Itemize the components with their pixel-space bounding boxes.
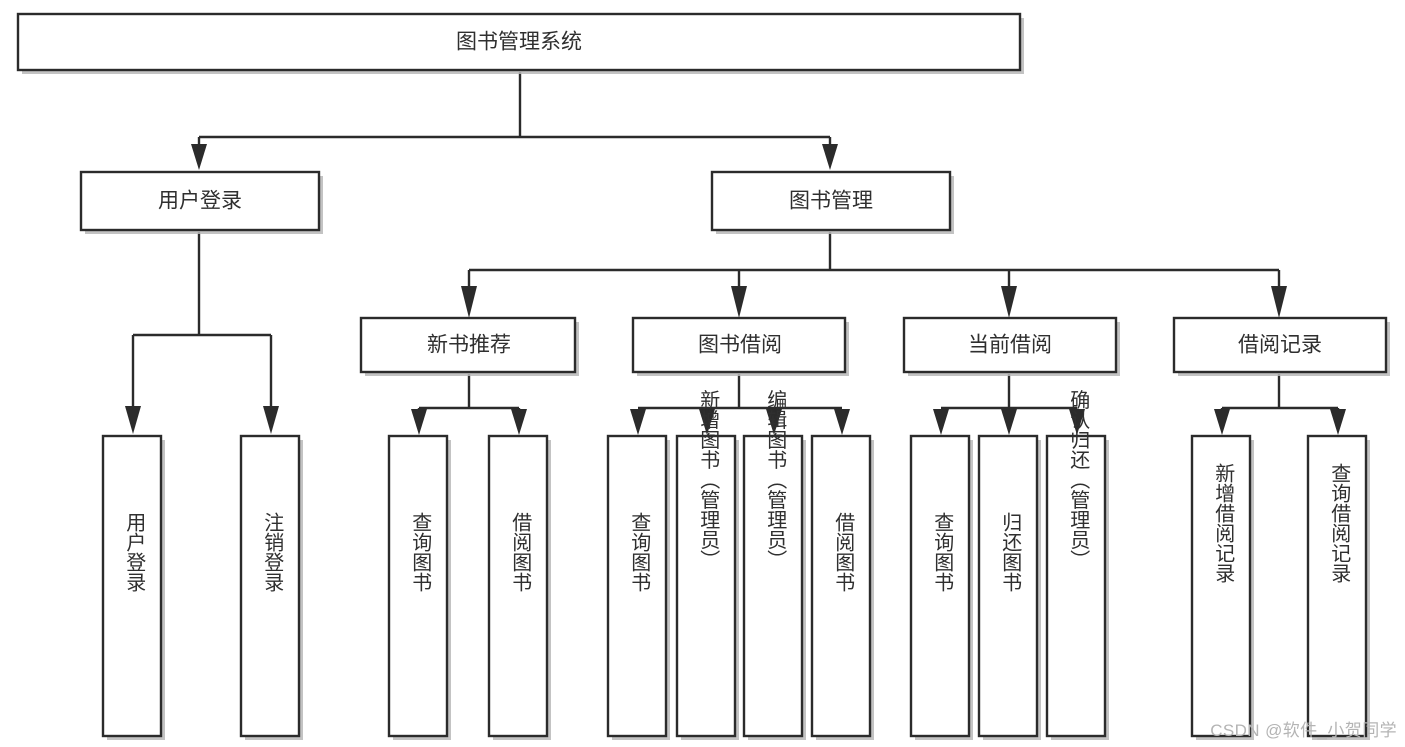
leaf-return-book-label: 归还图书 [999,511,1022,591]
leaf-query-book-2-box [606,434,668,738]
node-current-borrow[interactable]: 当前借阅 [902,316,1120,376]
node-new-book-rec[interactable]: 新书推荐 [359,316,579,376]
node-book-manage[interactable]: 图书管理 [710,170,954,234]
arrow-to-leaf-add-book [699,409,715,435]
current-borrow-label: 当前借阅 [968,334,1052,357]
node-leaf-user-logout[interactable]: 注销登录 [239,434,303,740]
leaf-query-book-1-box [387,434,449,738]
node-leaf-query-book-1[interactable]: 查询图书 [387,434,451,740]
leaf-add-record-box [1190,434,1252,738]
book-manage-label: 图书管理 [789,190,873,213]
new-book-rec-box [359,316,577,374]
leaf-query-book-2-label: 查询图书 [628,511,651,591]
arrow-to-leaf-borrow-book-1 [511,409,527,435]
user-login-box [79,170,321,232]
leaf-query-book-1-label: 查询图书 [409,511,432,591]
node-leaf-confirm-return[interactable]: 确认归还（管理员） [1045,389,1109,740]
node-leaf-add-record[interactable]: 新增借阅记录 [1190,434,1254,740]
leaf-query-book-3-label: 查询图书 [931,511,954,591]
node-user-login[interactable]: 用户登录 [79,170,323,234]
arrow-to-book-manage [822,144,838,170]
arrow-to-borrow-record [1271,286,1287,318]
arrow-to-leaf-return-book [1001,409,1017,435]
csdn-watermark: CSDN @软件_小贺同学 [1210,721,1397,740]
current-borrow-box [902,316,1118,374]
node-leaf-borrow-book-1[interactable]: 借阅图书 [487,434,551,740]
borrow-record-label: 借阅记录 [1238,334,1322,357]
node-leaf-query-book-3[interactable]: 查询图书 [909,434,973,740]
arrow-to-book-borrow [731,286,747,318]
arrow-to-leaf-borrow-book-2 [834,409,850,435]
leaf-user-login-label: 用户登录 [123,512,146,592]
arrow-to-leaf-query-book-1 [411,409,427,435]
leaf-borrow-book-2-box [810,434,872,738]
arrow-to-leaf-query-book-2 [630,409,646,435]
node-borrow-record[interactable]: 借阅记录 [1172,316,1390,376]
arrow-to-leaf-edit-book [766,409,782,435]
node-leaf-query-record[interactable]: 查询借阅记录 [1306,434,1370,740]
node-leaf-add-book[interactable]: 新增图书（管理员） [675,389,739,740]
node-leaf-query-book-2[interactable]: 查询图书 [606,434,670,740]
node-leaf-borrow-book-2[interactable]: 借阅图书 [810,434,874,740]
leaf-query-record-label: 查询借阅记录 [1328,462,1351,582]
leaf-borrow-book-1-label: 借阅图书 [509,511,532,591]
leaf-borrow-book-2-label: 借阅图书 [832,511,855,591]
node-leaf-return-book[interactable]: 归还图书 [977,434,1041,740]
book-borrow-label: 图书借阅 [698,334,782,357]
node-leaf-edit-book[interactable]: 编辑图书（管理员） [742,389,806,740]
borrow-record-box [1172,316,1388,374]
leaf-add-book-box [675,434,737,738]
leaf-confirm-return-label: 确认归还（管理员） [1067,389,1090,569]
leaf-add-record-label: 新增借阅记录 [1212,462,1235,582]
leaf-user-logout-label: 注销登录 [261,511,284,591]
leaf-confirm-return-box [1045,434,1107,738]
root-label: 图书管理系统 [456,31,582,54]
book-manage-box [710,170,952,232]
leaf-return-book-box [977,434,1039,738]
leaf-user-logout-box [239,434,301,738]
user-login-label: 用户登录 [158,190,242,213]
leaf-edit-book-box [742,434,804,738]
arrow-to-new-book-rec [461,286,477,318]
node-leaf-user-login[interactable]: 用户登录 [101,434,165,740]
arrow-to-leaf-add-record [1214,409,1230,435]
leaf-add-book-label: 新增图书（管理员） [697,389,720,569]
arrow-to-user-login [191,144,207,170]
leaf-user-login-box [101,434,163,738]
arrow-to-leaf-user-logout [263,406,279,434]
arrow-to-leaf-query-record [1330,409,1346,435]
leaf-query-book-3-box [909,434,971,738]
leaf-query-record-box [1306,434,1368,738]
leaf-edit-book-label: 编辑图书（管理员） [764,389,787,569]
node-root[interactable]: 图书管理系统 [16,12,1024,74]
arrow-to-leaf-user-login [125,406,141,434]
new-book-rec-label: 新书推荐 [427,334,511,357]
arrow-to-current-borrow [1001,286,1017,318]
root-box [16,12,1022,72]
arrow-to-leaf-confirm-return [1069,409,1085,435]
connectors [125,72,1346,435]
node-book-borrow[interactable]: 图书借阅 [631,316,849,376]
leaf-borrow-book-1-box [487,434,549,738]
arrow-to-leaf-query-book-3 [933,409,949,435]
book-borrow-box [631,316,847,374]
